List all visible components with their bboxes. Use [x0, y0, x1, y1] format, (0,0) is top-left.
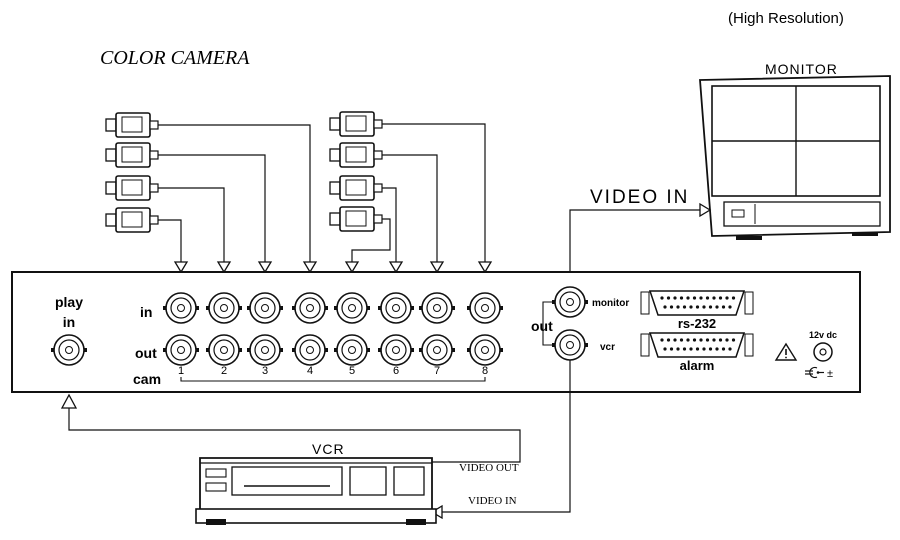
cam-number-bracket	[180, 377, 486, 382]
rs232-label: rs-232	[678, 316, 716, 331]
db25-connector-icon	[640, 290, 754, 316]
arrow-icon	[60, 393, 78, 409]
out-row-label: out	[135, 345, 157, 361]
camera-number: 8	[482, 365, 488, 377]
camera-cables	[158, 123, 486, 262]
dc-power-jack-icon	[805, 342, 833, 379]
camera-number: 7	[434, 365, 440, 377]
resolution-note: (High Resolution)	[728, 10, 844, 27]
camera-icon	[329, 206, 383, 232]
arrow-icon	[430, 504, 443, 520]
vcr-video-in-label: VIDEO IN	[468, 495, 517, 507]
power-label: 12v dc	[809, 330, 837, 340]
arrow-icon	[174, 261, 188, 273]
camera-number: 6	[393, 365, 399, 377]
camera-icon	[329, 111, 383, 137]
camera-icon	[329, 142, 383, 168]
db25-connector-icon	[640, 332, 754, 358]
arrow-icon	[303, 261, 317, 273]
arrow-icon	[430, 261, 444, 273]
out-group-bracket	[542, 301, 552, 346]
play-label: play	[55, 294, 83, 310]
in-row-label: in	[140, 304, 152, 320]
monitor-port-label: monitor	[592, 298, 629, 309]
alarm-label: alarm	[680, 358, 715, 373]
warning-icon	[774, 342, 798, 361]
out-group-label: out	[531, 318, 553, 334]
camera-number: 2	[221, 365, 227, 377]
vcr-port-label: vcr	[600, 342, 615, 353]
vcr-video-out-label: VIDEO OUT	[459, 462, 519, 474]
arrow-icon	[699, 202, 712, 218]
arrow-icon	[345, 261, 359, 273]
camera-icon	[329, 175, 383, 201]
vcr-video-out-cable	[68, 400, 521, 463]
camera-icon	[105, 142, 159, 168]
monitor-cable	[569, 209, 700, 283]
vcr	[195, 457, 437, 525]
monitor	[699, 75, 891, 240]
play-in-label: in	[63, 314, 75, 330]
arrow-icon	[478, 261, 492, 273]
arrow-icon	[389, 261, 403, 273]
vcr-label: VCR	[312, 441, 345, 457]
arrow-icon	[258, 261, 272, 273]
camera-icon	[105, 207, 159, 233]
camera-number: 5	[349, 365, 355, 377]
camera-number: 3	[262, 365, 268, 377]
camera-number: 4	[307, 365, 313, 377]
arrow-icon	[217, 261, 231, 273]
monitor-label: MONITOR	[765, 61, 838, 77]
camera-icon	[105, 112, 159, 138]
monitor-video-in-label: VIDEO IN	[590, 187, 689, 208]
camera-title: COLOR CAMERA	[100, 47, 250, 69]
camera-number: 1	[178, 365, 184, 377]
polarity-label: ±	[827, 368, 833, 380]
camera-icon	[105, 175, 159, 201]
cam-row-label: cam	[133, 371, 161, 387]
vcr-video-in-cable	[442, 360, 571, 513]
